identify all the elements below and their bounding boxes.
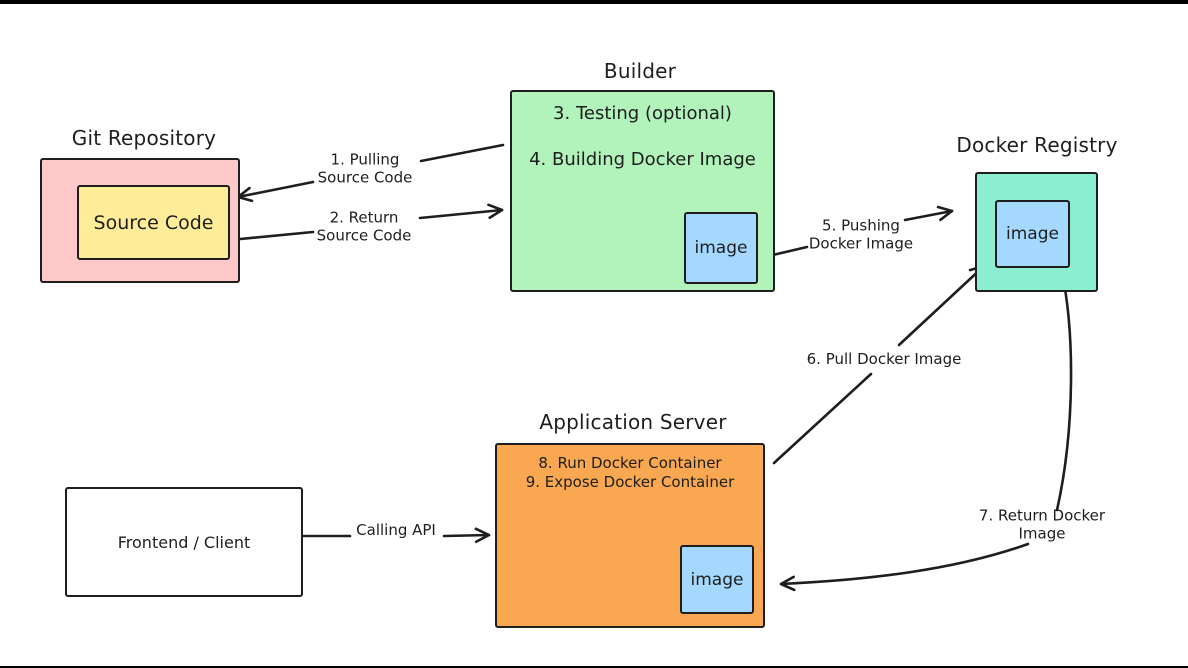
label-return-docker-image: 7. Return Docker Image bbox=[978, 506, 1106, 542]
arrow-pull-docker-image-seg2 bbox=[897, 264, 986, 347]
arrow-return-source-code-seg1 bbox=[228, 230, 315, 242]
label-pulling-source-code: 1. Pulling Source Code bbox=[317, 150, 413, 186]
arrow-return-source-code-seg2 bbox=[418, 203, 504, 220]
git-repository-title: Git Repository bbox=[71, 126, 217, 150]
application-server-title: Application Server bbox=[539, 410, 727, 434]
arrow-return-docker-image-seg1 bbox=[1055, 266, 1073, 512]
builder-image-box: image bbox=[684, 212, 758, 284]
git-repository-box: Source Code bbox=[40, 158, 240, 283]
arrow-calling-api-seg2 bbox=[442, 527, 491, 544]
app-server-step-run: 8. Run Docker Container bbox=[538, 454, 722, 472]
builder-step-testing: 3. Testing (optional) bbox=[553, 103, 732, 124]
arrow-pulling-source-code-seg1 bbox=[419, 143, 505, 163]
label-return-source-code: 2. Return Source Code bbox=[316, 208, 412, 244]
frontend-client-box: Frontend / Client bbox=[65, 487, 303, 597]
arrow-pulling-source-code-seg2 bbox=[236, 180, 315, 203]
docker-registry-box: image bbox=[975, 172, 1098, 292]
builder-box: 3. Testing (optional) 4. Building Docker… bbox=[510, 90, 775, 292]
label-calling-api: Calling API bbox=[356, 521, 436, 540]
app-server-image-label: image bbox=[690, 569, 744, 590]
registry-image-box: image bbox=[995, 200, 1070, 268]
source-code-label: Source Code bbox=[93, 211, 214, 234]
top-border bbox=[0, 0, 1188, 4]
arrow-pull-docker-image-seg1 bbox=[772, 372, 873, 465]
builder-image-label: image bbox=[694, 238, 748, 258]
builder-step-building: 4. Building Docker Image bbox=[529, 149, 756, 170]
docker-registry-title: Docker Registry bbox=[956, 133, 1118, 157]
frontend-client-label: Frontend / Client bbox=[117, 532, 251, 552]
label-pull-docker-image: 6. Pull Docker Image bbox=[806, 350, 962, 369]
registry-image-label: image bbox=[1006, 224, 1059, 244]
bottom-border bbox=[0, 666, 1188, 668]
arrow-return-docker-image-seg2 bbox=[779, 542, 1030, 592]
app-server-step-expose: 9. Expose Docker Container bbox=[525, 473, 735, 491]
source-code-box: Source Code bbox=[77, 185, 230, 260]
app-server-image-box: image bbox=[680, 545, 754, 614]
builder-title: Builder bbox=[603, 59, 677, 83]
label-pushing-docker-image: 5. Pushing Docker Image bbox=[808, 216, 914, 252]
arrow-pushing-docker-image-seg2 bbox=[903, 205, 954, 222]
application-server-box: 8. Run Docker Container 9. Expose Docker… bbox=[495, 443, 765, 628]
